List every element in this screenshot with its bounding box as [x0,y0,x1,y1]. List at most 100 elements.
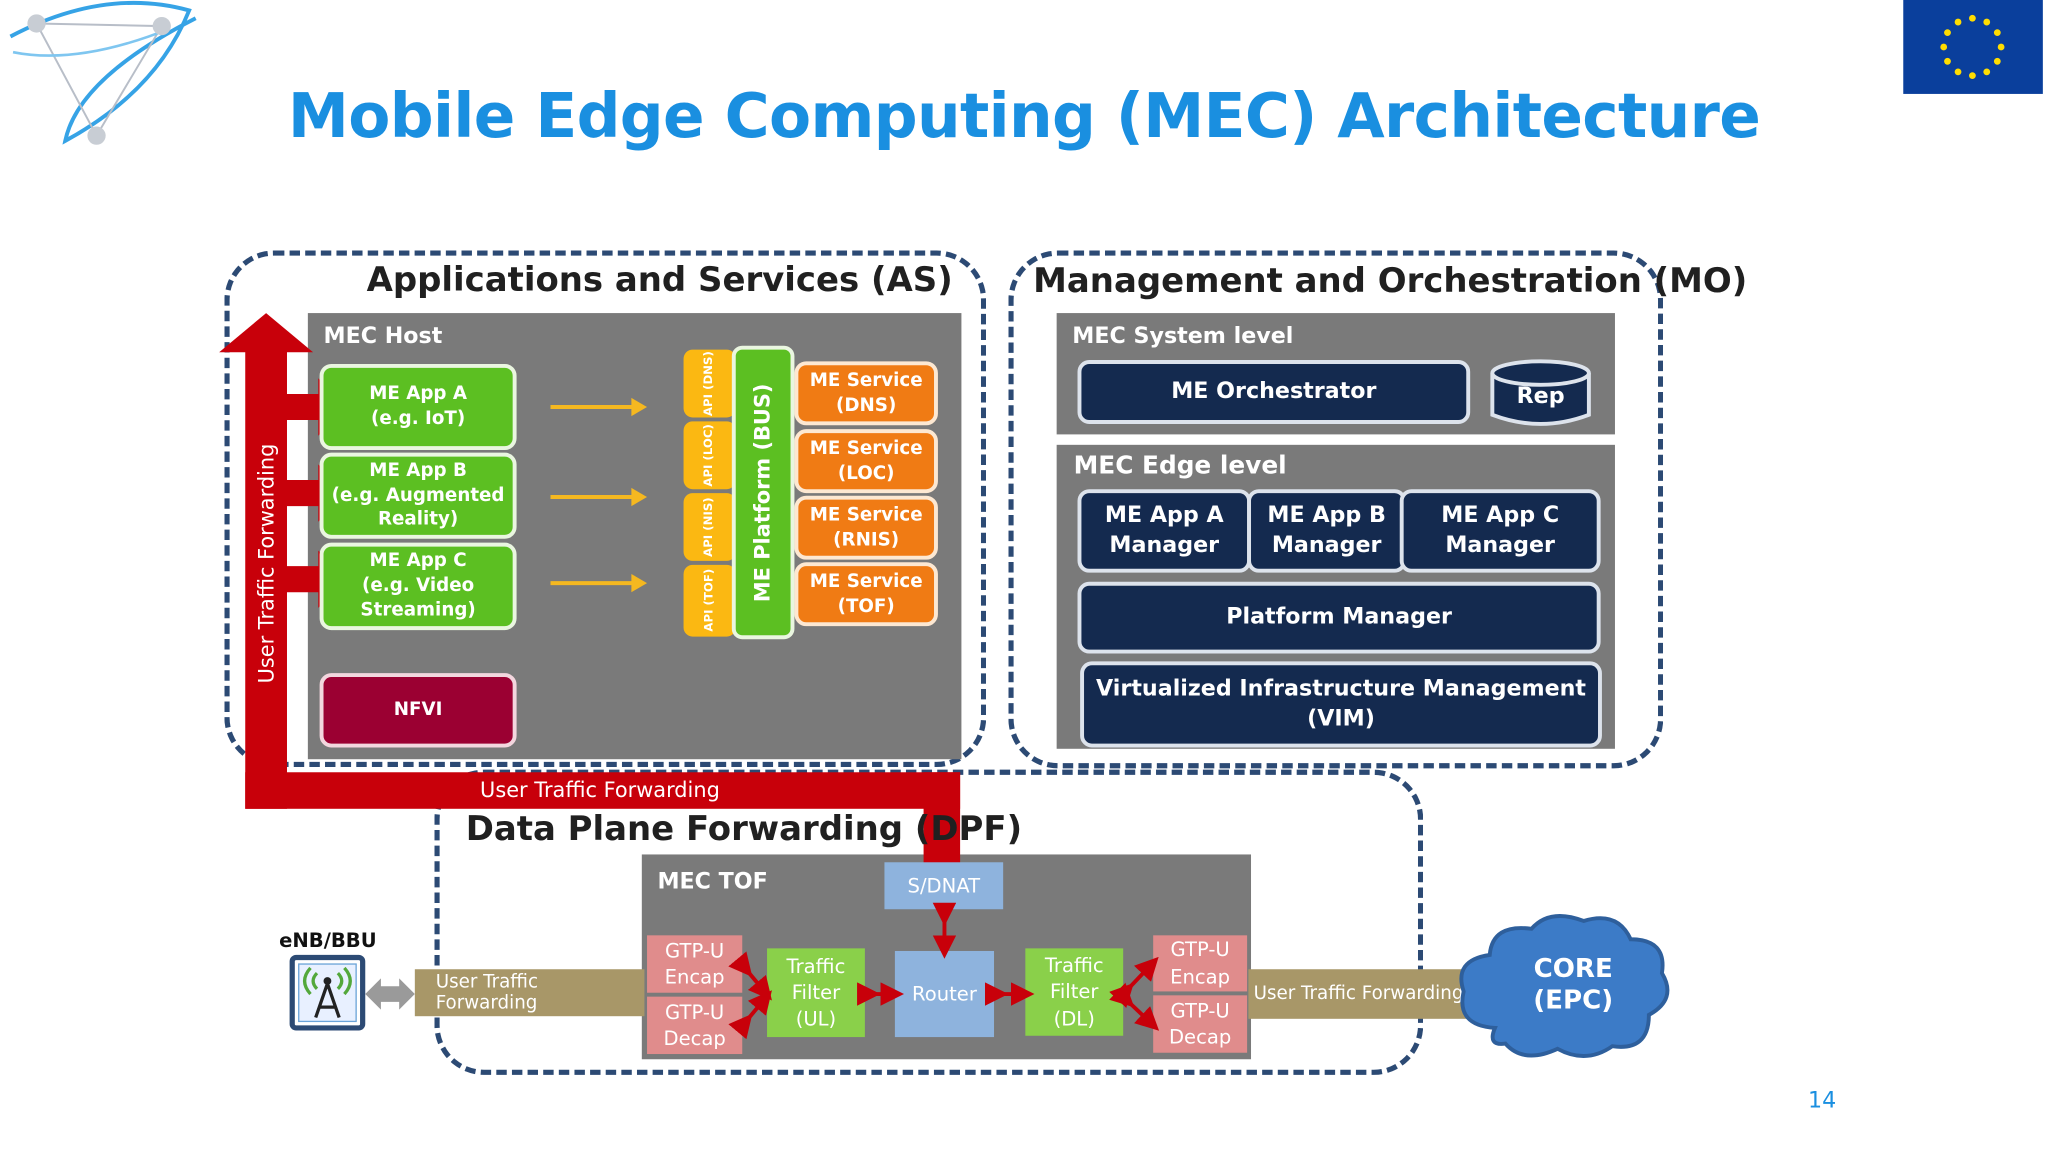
me-service-loc-name: ME Service [809,437,923,459]
me-app-b-manager-name: ME App B [1267,502,1386,529]
me-app-c[interactable]: ME App C (e.g. Video Streaming) [319,542,517,631]
filter-dl-b: Filter [1050,980,1099,1004]
me-app-a-manager-sub: Manager [1109,532,1220,559]
gtp-left-encap-b: Encap [664,965,725,989]
gtp-left-decap-b: Decap [663,1026,726,1051]
slide-title: Mobile Edge Computing (MEC) Architecture [287,80,1761,153]
eu-flag-icon [1903,0,2043,94]
eu-star [1944,29,1951,37]
filter-ul-a: Traffic [786,954,846,978]
mec-tof-label: MEC TOF [657,868,768,895]
dpf-region-border [434,769,1424,1075]
api-arrows [550,397,648,593]
database-icon [1490,359,1591,426]
gtp-right-encap-a: GTP-U [1170,938,1230,962]
me-app-a[interactable]: ME App A (e.g. IoT) [319,363,517,451]
antenna-icon[interactable] [289,954,368,1033]
mec-edge-level-label: MEC Edge level [1073,451,1287,481]
me-app-c-name: ME App C [369,550,467,572]
eu-star [1983,68,1991,76]
platform-manager-box[interactable]: Platform Manager [1077,581,1601,654]
filter-dl-c: (DL) [1053,1006,1095,1031]
rep-label: Rep [1516,383,1565,410]
horizontal-forwarding-label: User Traffic Forwarding [480,777,720,803]
me-app-c-manager-sub: Manager [1445,532,1555,559]
vim-box[interactable]: Virtualized Infrastructure Management(VI… [1080,661,1602,748]
gtp-right-decap-b: Decap [1168,1025,1232,1049]
api-nis[interactable]: API (NIS) [683,493,736,561]
forwarding-bar-horizontal [245,772,961,809]
me-service-dns-sub: (DNS) [836,394,897,416]
me-app-c-sub: (e.g. Video Streaming) [360,575,476,621]
core-label: CORE (EPC) [1500,952,1646,1015]
router-box[interactable]: Router [894,950,995,1038]
filter-ul-b: Filter [791,980,841,1005]
filter-ul-c: (UL) [795,1007,837,1031]
gtp-left-encap-a: GTP-U [665,938,725,963]
cloud-shape[interactable] [1453,911,1675,1068]
right-forwarding-bar: User Traffic Forwarding [1248,969,1473,1019]
me-app-c-manager-name: ME App C [1441,502,1560,529]
eu-star [1983,18,1991,26]
eu-star [1944,57,1951,65]
core-sub: (EPC) [1533,983,1614,1015]
eu-star [1940,43,1948,51]
forwarding-arrow-head [219,313,314,353]
me-app-a-sub: (e.g. IoT) [370,408,466,430]
me-app-b-sub: (e.g. Augmented Reality) [331,484,505,531]
me-app-b[interactable]: ME App B (e.g. Augmented Reality) [319,452,517,539]
eu-star [1993,29,2001,37]
me-app-a-name: ME App A [369,383,467,405]
me-service-dns-name: ME Service [809,369,923,391]
left-forwarding-bar: User Traffic Forwarding [414,969,645,1017]
core-name: CORE [1533,952,1613,984]
nfvi-box[interactable]: NFVI [319,673,517,748]
mo-region-border [1008,250,1664,769]
as-region-title: Applications and Services (AS) [366,260,953,301]
me-service-tof-sub: (TOF) [837,595,895,617]
me-service-loc-sub: (LOC) [837,462,895,484]
enb-label: eNB/BBU [279,928,377,953]
me-service-loc[interactable]: ME Service (LOC) [794,429,938,494]
gtp-right-decap-a: GTP-U [1170,998,1230,1023]
me-app-a-manager-name: ME App A [1104,502,1224,529]
as-region-border [224,250,987,768]
mo-region-title: Management and Orchestration (MO) [1033,262,1748,302]
eu-star [1993,57,2001,65]
page-number: 14 [1808,1087,1837,1115]
me-service-tof[interactable]: ME Service (TOF) [794,562,938,627]
eu-star [1969,14,1976,22]
right-forwarding-label: User Traffic Forwarding [1253,983,1464,1005]
me-app-b-name: ME App B [369,460,467,481]
mec-host-label: MEC Host [323,323,443,350]
me-app-c-manager[interactable]: ME App C Manager [1399,489,1601,573]
me-service-rnis-sub: (RNIS) [833,528,900,550]
gtp-right-encap-b: Encap [1170,964,1231,989]
dpf-region-title: Data Plane Forwarding (DPF) [465,810,1023,850]
me-service-dns[interactable]: ME Service (DNS) [794,361,938,426]
eu-star [1954,68,1962,76]
gtp-left-decap-a: GTP-U [665,1000,725,1024]
filter-dl-a: Traffic [1044,953,1104,978]
me-orchestrator-box[interactable]: ME Orchestrator [1077,360,1471,424]
api-loc[interactable]: API (LOC) [683,421,736,490]
mec-system-level-label: MEC System level [1072,323,1294,350]
eu-star [1969,72,1976,80]
api-tof[interactable]: API (TOF) [683,564,736,637]
me-service-tof-name: ME Service [809,570,923,592]
vim-sub: (VIM) [1307,705,1375,732]
me-app-a-manager[interactable]: ME App A Manager [1077,489,1252,573]
eu-star [1954,18,1962,26]
me-service-rnis[interactable]: ME Service(RNIS) [794,495,938,560]
api-dns[interactable]: API (DNS) [683,349,736,418]
snat-box[interactable]: S/DNAT [884,862,1004,910]
me-platform-bus[interactable]: ME Platform (BUS) [731,345,795,640]
